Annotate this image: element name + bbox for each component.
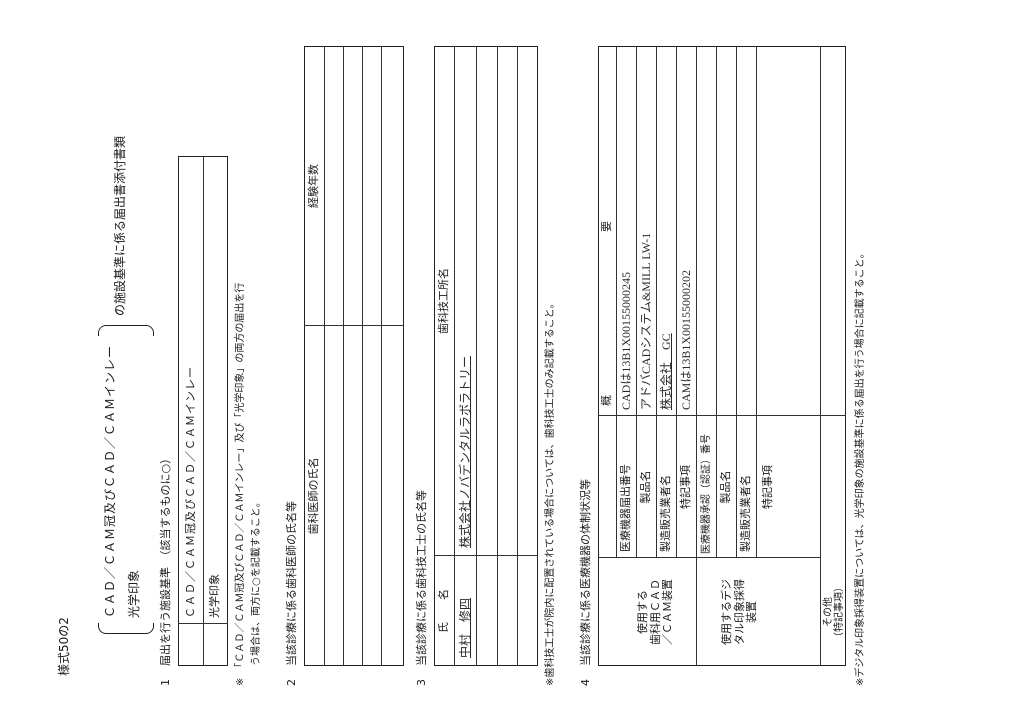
section1-note-line-1: ※ 「ＣＡＤ／ＣＡＭ冠及びＣＡＤ／ＣＡＭインレー」及び「光学印象」の両方の届出を… [235,282,246,686]
title-suffix: の施設基準に係る届出書添付書類 [113,135,127,316]
divider [343,46,344,666]
section3-heading: 当該診療に係る歯科技工士の氏名等 [415,490,428,666]
section2-number: 2 [285,679,298,686]
title-left-bracket [98,623,154,634]
group1-row-label: 医療機器届出番号 [619,464,633,552]
divider [381,46,382,666]
section4-heading: 当該診療に係る医療機器の体制状況等 [579,479,592,666]
section1-number: 1 [159,679,172,686]
group1-row-value: 株式会社 GC [658,333,673,410]
divider [476,46,477,666]
group1-row-value: アドバCADシステム&MILL LW-1 [638,232,653,410]
section2-heading: 当該診療に係る歯科医師の氏名等 [285,501,298,666]
group2-row-label: 製品名 [719,470,733,504]
group1-row-label: 特記事項 [679,465,693,509]
section4-group3-label: その他 （特記事項） [822,562,846,662]
divider [517,46,518,666]
section1-note-line-2: う場合は、両方に○を記載すること。 [251,497,262,666]
section4-group2-label: 使用するデジ タル印象採得 装置 [710,562,770,662]
group1-row-value: CAMは13B1X00155000202 [678,269,693,410]
section3-number: 3 [415,679,428,686]
technician-name: 中村 修四 [457,597,472,658]
divider [497,46,498,666]
group2-label-line: 装置 [745,601,759,623]
section4-header-you: 要 [599,221,613,232]
group2-label-line: 使用するデジ [720,579,734,645]
title-right-bracket [98,325,154,336]
divider [598,557,820,558]
group1-row-label: 製造販売業者名 [659,475,673,552]
section4-number: 4 [579,679,592,686]
section2-header-experience: 経験年数 [306,164,320,208]
divider [324,46,325,666]
dental-lab-name: 株式会社ノバデンタルラボラトリー [457,355,472,548]
section4-header-gai: 概 [599,395,613,406]
divider [362,46,363,666]
form-number: 様式50の2 [57,617,71,676]
section1-heading: 届出を行う施設基準 （該当するものに○） [159,452,172,666]
section4-note: ※デジタル印象採得装置については、光学印象の施設基準に係る届出を行う場合に記載す… [855,248,866,686]
section1-option-optical: 光学印象 [207,574,221,618]
title-option-1: ＣＡＤ／ＣＡＭ冠及びＣＡＤ／ＣＡＭインレー [103,344,117,618]
group2-row-label: 医療機器承認（認証）番号 [700,434,712,554]
section3-header-name: 氏 名 [436,589,450,633]
section3-header-lab: 歯科技工所名 [436,268,450,334]
group2-row-label: 製造販売業者名 [739,475,753,552]
group1-row-label: 製品名 [639,470,653,504]
group2-row-label: 特記事項 [760,465,774,509]
section3-note: ※歯科技工士が院内に配置されている場合については、歯科技工士のみ記載すること。 [545,298,556,686]
section1-option-cadcam: ＣＡＤ／ＣＡＭ冠及びＣＡＤ／ＣＡＭインレー [183,366,197,618]
section2-header-dentist-name: 歯科医師の氏名 [306,457,320,535]
section4-group1-label: 使用する 歯科用ＣＡＤ ／ＣＡＭ装置 [628,562,684,662]
group3-label-line: その他 [822,597,834,627]
group1-label-line: ／ＣＡＭ装置 [661,579,675,645]
group1-label-line: 使用する [636,590,650,634]
group3-label-line: （特記事項） [834,582,845,642]
group1-row-value: CADは13B1X00155000245 [618,271,633,410]
divider [178,623,228,624]
divider [820,46,821,666]
title-option-2: 光学印象 [127,569,141,618]
divider [696,46,697,666]
